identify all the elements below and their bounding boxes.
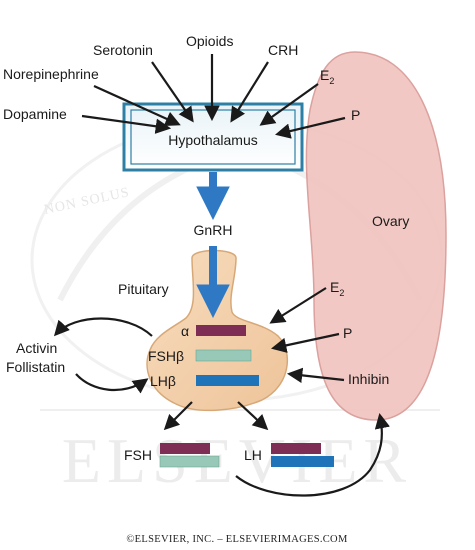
serotonin-label: Serotonin <box>93 42 153 58</box>
fsh-beta-label: FSHβ <box>148 348 184 364</box>
arrow-pituitary-to-lh <box>237 401 269 431</box>
pituitary-input-arrows <box>269 287 345 384</box>
pituitary-label: Pituitary <box>118 281 169 297</box>
lh-beta-label: LHβ <box>150 373 176 389</box>
lh-beta-bar <box>196 375 259 386</box>
arrow-dopamine <box>81 114 172 134</box>
arrow-pituitary-to-fsh <box>163 401 193 431</box>
arrow-crh <box>230 61 269 123</box>
opioids-label: Opioids <box>186 33 233 49</box>
p-top-label: P <box>351 107 360 123</box>
p-pituitary-label: P <box>343 325 352 341</box>
arrow-serotonin <box>151 61 194 123</box>
fsh-label: FSH <box>124 447 152 463</box>
lh-beta-chain-bar <box>271 456 334 467</box>
fsh-alpha-bar <box>160 443 210 454</box>
ovary-label: Ovary <box>372 213 409 229</box>
alpha-subunit-bar <box>196 325 246 336</box>
lh-alpha-bar <box>271 443 321 454</box>
arrow-pituitary-to-activin <box>53 317 153 337</box>
alpha-subunit-label: α <box>181 323 189 339</box>
watermark-publisher: ELSEVIER <box>62 425 412 496</box>
arrow-inhibin-pituitary <box>286 367 345 384</box>
arrow-p-pituitary <box>270 332 340 353</box>
fsh-beta-bar <box>195 349 252 362</box>
e2-pituitary-label: E2 <box>330 279 344 298</box>
dopamine-label: Dopamine <box>3 106 67 122</box>
arrow-hormones-to-ovary <box>235 412 390 497</box>
norepinephrine-label: Norepinephrine <box>3 66 99 82</box>
hypothalamus-label: Hypothalamus <box>168 132 258 148</box>
arrow-norepinephrine <box>93 84 181 126</box>
arrow-e2-pituitary <box>269 287 327 324</box>
ovary-shape <box>305 51 447 421</box>
hypothalamus-input-arrows <box>81 54 346 139</box>
e2-top-label: E2 <box>320 67 334 86</box>
copyright-text: ©ELSEVIER, INC. – ELSEVIERIMAGES.COM <box>126 534 348 545</box>
inhibin-label: Inhibin <box>348 371 389 387</box>
arrow-e2-hypothalamus <box>259 83 319 126</box>
gnrh-label: GnRH <box>194 222 233 238</box>
arrow-activin-to-pituitary <box>75 373 149 394</box>
activin-label: Activin <box>16 340 57 356</box>
crh-label: CRH <box>268 42 298 58</box>
fsh-beta-chain-bar <box>159 455 220 468</box>
watermark-motto: NON SOLUS <box>43 185 131 218</box>
arrow-p-hypothalamus <box>275 116 346 139</box>
follistatin-label: Follistatin <box>6 359 65 375</box>
lh-label: LH <box>244 447 262 463</box>
